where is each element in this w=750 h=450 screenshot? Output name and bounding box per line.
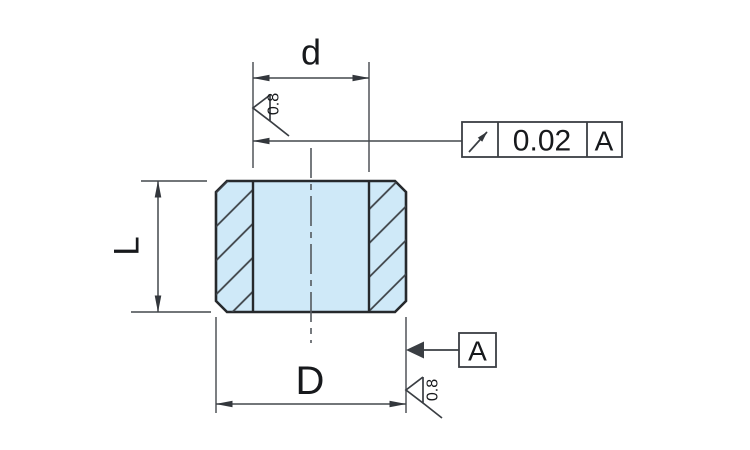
datum-label: A (468, 336, 487, 367)
dimension-D-label: D (296, 359, 325, 403)
fcf-tolerance-value: 0.02 (513, 125, 571, 158)
feature-control-frame: 0.02 A (252, 121, 623, 158)
dimension-d: d (252, 32, 370, 172)
part-body (214, 148, 408, 343)
roughness-icon (404, 376, 443, 419)
datum-label-box (458, 332, 497, 368)
dimension-L: L (108, 180, 211, 313)
datum-feature-symbol: A (406, 332, 497, 368)
fcf-box (461, 121, 623, 158)
fcf-datum-reference: A (595, 126, 614, 157)
surface-finish-symbol-top: 0.8 (251, 93, 290, 137)
circular-runout-icon (468, 131, 488, 153)
datum-triangle-icon (406, 341, 424, 359)
roughness-icon (251, 94, 290, 137)
dimension-L-label: L (108, 236, 147, 255)
section-hatch-right (369, 181, 406, 312)
dimension-D: D (215, 317, 407, 413)
surface-finish-symbol-bottom: 0.8 (404, 376, 443, 419)
roughness-value: 0.8 (266, 93, 283, 115)
section-hatch-left (216, 181, 253, 312)
dimension-d-label: d (301, 32, 321, 73)
roughness-value: 0.8 (425, 379, 442, 401)
